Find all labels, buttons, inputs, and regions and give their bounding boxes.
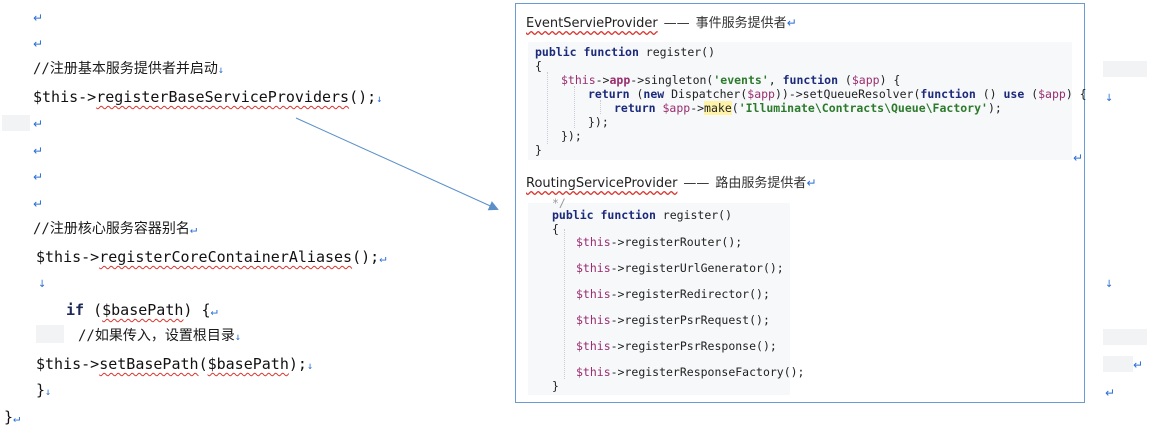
code-line: return (new Dispatcher($app))->setQueueR… [588,87,1087,101]
line-break-icon: ↓ [217,65,224,76]
code-line: { [552,222,559,236]
comment-line: //注册基本服务提供者并启动↓ [33,61,224,77]
line-break-icon: ↓ [38,279,47,290]
paragraph-mark-icon: ↵ [33,170,44,184]
highlight-band [1103,356,1133,372]
code-line: $this->app->singleton('events', function… [561,73,901,87]
paragraph-mark-icon: ↵ [33,117,44,131]
section-heading-routing: RoutingServiceProvider——路由服务提供者↵ [526,176,817,191]
highlight-band [1103,61,1147,77]
code-line: */ [552,196,566,210]
code-line-close-inner: }↓ [36,381,52,399]
code-line-register-base: $this->registerBaseServiceProviders();↓ [33,88,383,106]
line-break-icon: ↓ [306,361,313,372]
paragraph-mark-icon: ↵ [33,144,44,158]
paragraph-mark-icon: ↵ [210,304,218,318]
paragraph-mark-icon: ↵ [33,197,44,211]
line-break-icon: ↓ [234,332,241,343]
line-break-icon: ↓ [1105,279,1114,290]
code-line: $this->registerRedirector(); [576,287,770,301]
code-line: }); [561,129,582,143]
code-line-set-base-path: $this->setBasePath($basePath);↓ [36,355,313,373]
section-heading-event: EventServieProvider——事件服务提供者↵ [526,16,797,31]
comment-line: //注册核心服务容器别名↵ [33,221,198,237]
paragraph-mark-icon: ↵ [1073,151,1084,165]
code-panel: EventServieProvider——事件服务提供者↵ public fun… [515,3,1087,403]
paragraph-mark-icon: ↵ [33,11,44,25]
paragraph-mark-icon: ↵ [1105,386,1116,400]
line-break-icon: ↓ [376,94,383,105]
code-line: }); [588,115,609,129]
code-line: } [535,143,542,157]
paragraph-mark-icon: ↵ [189,222,198,236]
code-line-if: if ($basePath) {↵ [66,301,218,319]
code-line: $this->registerPsrResponse(); [576,339,777,353]
line-break-icon: ↓ [45,387,52,398]
highlight-band [2,115,30,131]
code-line-register-core: $this->registerCoreContainerAliases();↵ [36,248,387,266]
paragraph-mark-icon: ↵ [806,176,817,190]
code-line-close-outer: }↵ [4,408,21,426]
paragraph-mark-icon: ↵ [13,411,21,425]
comment-line: //如果传入，设置根目录↓ [78,328,241,344]
highlight-band [36,325,64,343]
paragraph-mark-icon: ↵ [1133,358,1144,372]
paragraph-mark-icon: ↵ [786,16,797,30]
code-block-routing: */ public function register() { $this->r… [528,196,805,395]
code-line: return $app->make('Illuminate\Contracts\… [614,101,1002,115]
line-break-icon: ↓ [1105,93,1114,104]
code-line: { [535,59,542,73]
code-block-event: public function register() { $this->app-… [528,42,1087,160]
paragraph-mark-icon: ↵ [379,251,387,265]
highlight-band [1103,329,1147,345]
code-line: $this->registerResponseFactory(); [576,365,805,379]
code-line: $this->registerRouter(); [576,235,743,249]
code-line: public function register() [535,45,716,59]
code-line: } [552,379,559,393]
paragraph-mark-icon: ↵ [33,37,44,51]
code-line: $this->registerUrlGenerator(); [576,261,784,275]
code-line: $this->registerPsrRequest(); [576,313,770,327]
code-line: public function register() [552,208,733,222]
